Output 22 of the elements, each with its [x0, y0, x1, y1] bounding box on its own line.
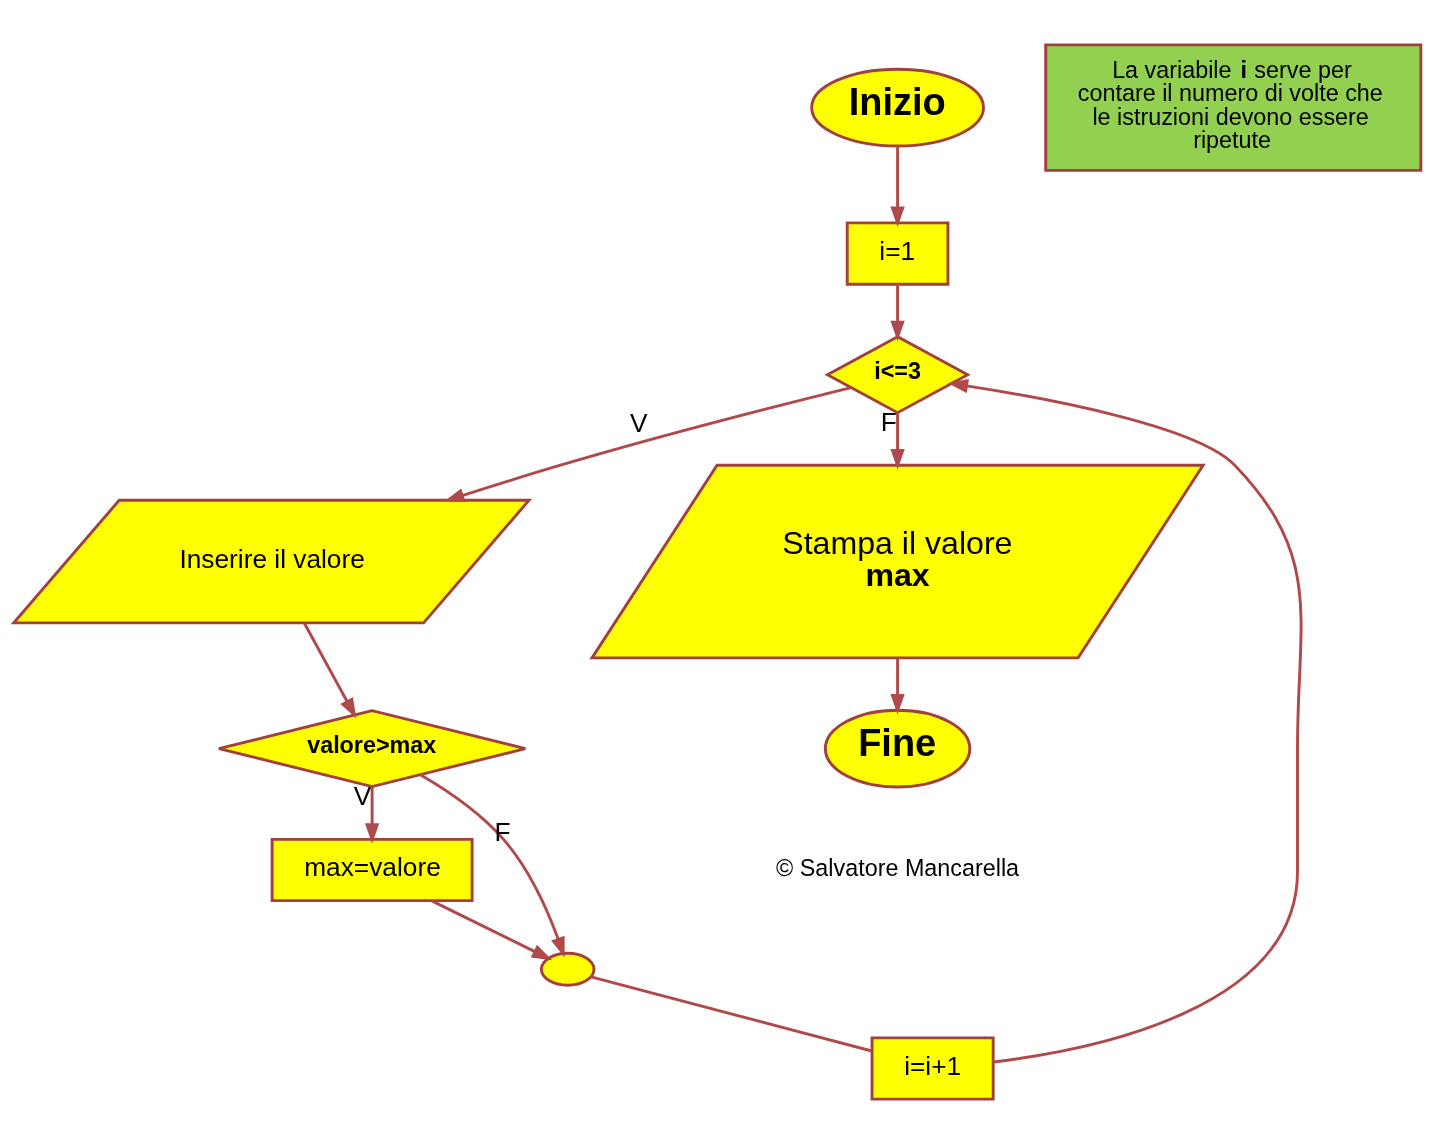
- node-ellipse: Inizio: [810, 67, 985, 147]
- arrow: [419, 773, 565, 957]
- connector: [590, 974, 873, 1052]
- arrow: [890, 657, 905, 715]
- node-ellipse: Fine: [823, 708, 972, 788]
- arrow: [443, 385, 852, 502]
- edge-label: V: [630, 407, 648, 438]
- node-box: max=valore: [270, 837, 474, 902]
- arrow: [890, 412, 905, 470]
- arrow: [947, 378, 1303, 1063]
- arrow: [890, 283, 905, 341]
- arrow: [364, 786, 380, 844]
- node-box: La variabile i serve per contare il numero di volte che le istruzioni devono essere ripetute: [1044, 42, 1423, 172]
- label: © Salvatore Mancarella: [776, 854, 1020, 881]
- node-box: i=i+1: [870, 1035, 995, 1101]
- node-circle: [539, 951, 596, 987]
- edge-label: F: [494, 816, 511, 847]
- arrow: [303, 622, 357, 719]
- node-diamond: valore>max: [217, 708, 527, 788]
- arrow: [431, 899, 553, 960]
- node-box: i=1: [845, 220, 950, 286]
- arrow: [890, 145, 905, 227]
